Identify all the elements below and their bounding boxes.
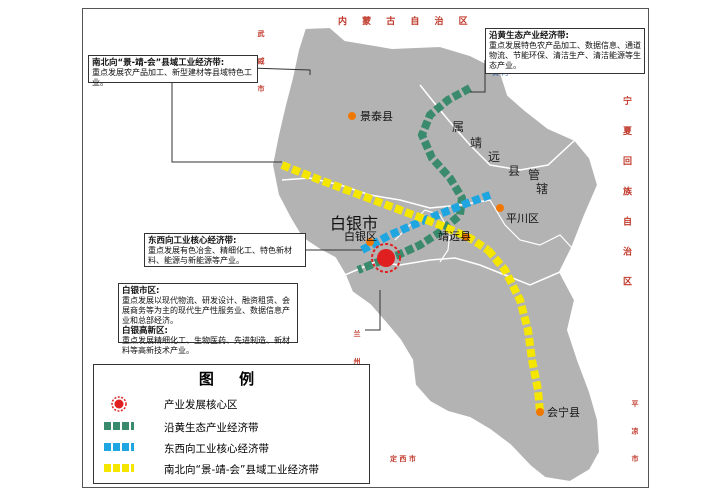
pingliang-label: 平 凉 市 [631,400,639,471]
legend-item-yellow-belt: 南北向“景-靖-会”县域工业经济带 [94,460,369,478]
managed-area-char: 远 [488,150,503,164]
callout-body: 重点发展特色农产品加工、数据信息、通道物流、节能环保、清洁生产、清洁能源等生态产… [489,41,641,70]
green-belt-swatch [104,422,134,430]
baiyin-city-label: 白银市 [330,214,379,233]
inner-mongolia-label: 内 蒙 古 自 治 区 [338,17,474,27]
legend-item-green-belt: 沿黄生态产业经济带 [94,418,369,436]
east-west-belt [360,191,492,254]
pingchuan-point [496,204,504,212]
callout-leader [249,67,311,75]
county-border [419,84,576,171]
north-south-belt-upper [280,161,491,254]
managed-area-char: 辖 [536,182,551,196]
huining-point [536,408,544,416]
callout-body: 重点发展精细化工、生物医药、先进制造、新材料等高新技术产业。 [122,336,290,355]
callout-title: 白银高新区: [122,326,168,336]
pingchuan-label: 平川区 [506,212,539,225]
map-legend: 图 例 产业发展核心区 沿黄生态产业经济带 东西向工业核心经济带 南北向“景-靖… [93,364,370,484]
callout-body: 重点发展农产品加工、新型建材等县域特色工业。 [92,68,252,87]
managed-area-char: 靖 [470,136,485,150]
jingtai-label: 景泰县 [360,110,393,123]
map-frame [82,8,649,488]
north-south-callout: 南北向“景-靖-会”县域工业经济带: 重点发展农产品加工、新型建材等县域特色工业… [88,55,258,87]
industry-core [377,249,395,267]
baiyin-district-point [366,238,374,246]
huining-label: 会宁县 [547,406,580,419]
callout-body: 重点发展以现代物流、研发设计、融资租赁、会展商务等为主的现代生产性服务业、数据信… [122,296,290,325]
callout-leader [365,290,381,331]
yellow-belt-swatch [104,464,134,472]
legend-item-core: 产业发展核心区 [94,395,369,413]
county-border [394,209,451,263]
managed-area-char: 管 [528,168,543,182]
north-south-belt-lower [484,247,544,413]
yellow-river-callout: 沿黄生态产业经济带: 重点发展特色农产品加工、数据信息、通道物流、节能环保、清洁… [485,28,645,74]
baiyin-callout: 白银市区: 重点发展以现代物流、研发设计、融资租赁、会展商务等为主的现代生产性服… [118,283,298,355]
legend-label: 东西向工业核心经济带 [164,443,269,455]
east-west-callout: 东西向工业核心经济带: 重点发展有色冶金、精细化工、特色新材料、能源与新能源等产… [144,233,306,267]
callout-leader [171,75,282,163]
dingxi-label: 定 西 市 [390,455,416,463]
blue-belt-swatch [104,443,134,451]
industry-core-outer [371,243,401,273]
legend-label: 沿黄生态产业经济带 [164,422,259,434]
legend-title: 图 例 [198,370,265,388]
legend-label: 产业发展核心区 [164,399,238,411]
managed-area-char: 属 [452,120,467,134]
yellow-river-belt [356,84,472,274]
ningxia-label: 宁 夏 回 族 自 治 区 [621,96,631,295]
callout-title: 沿黄生态产业经济带: [489,31,569,41]
callout-body: 重点发展有色冶金、精细化工、特色新材料、能源与新能源等产业。 [148,246,292,265]
county-border [489,199,573,249]
core-icon [111,396,127,412]
legend-label: 南北向“景-靖-会”县域工业经济带 [164,464,319,476]
wuwei-label: 武 威 市 [257,30,265,101]
callout-title: 东西向工业核心经济带: [148,236,237,246]
managed-area-char: 县 [508,164,523,178]
legend-item-blue-belt: 东西向工业核心经济带 [94,439,369,457]
jingyuan-point [462,233,470,241]
callout-title: 南北向“景-靖-会”县域工业经济带: [92,58,225,68]
callout-title: 白银市区: [122,286,160,296]
baiyin-district-label: 白银区 [344,230,377,243]
jingyuan-label: 靖远县 [438,230,471,243]
jingtai-point [348,112,356,120]
